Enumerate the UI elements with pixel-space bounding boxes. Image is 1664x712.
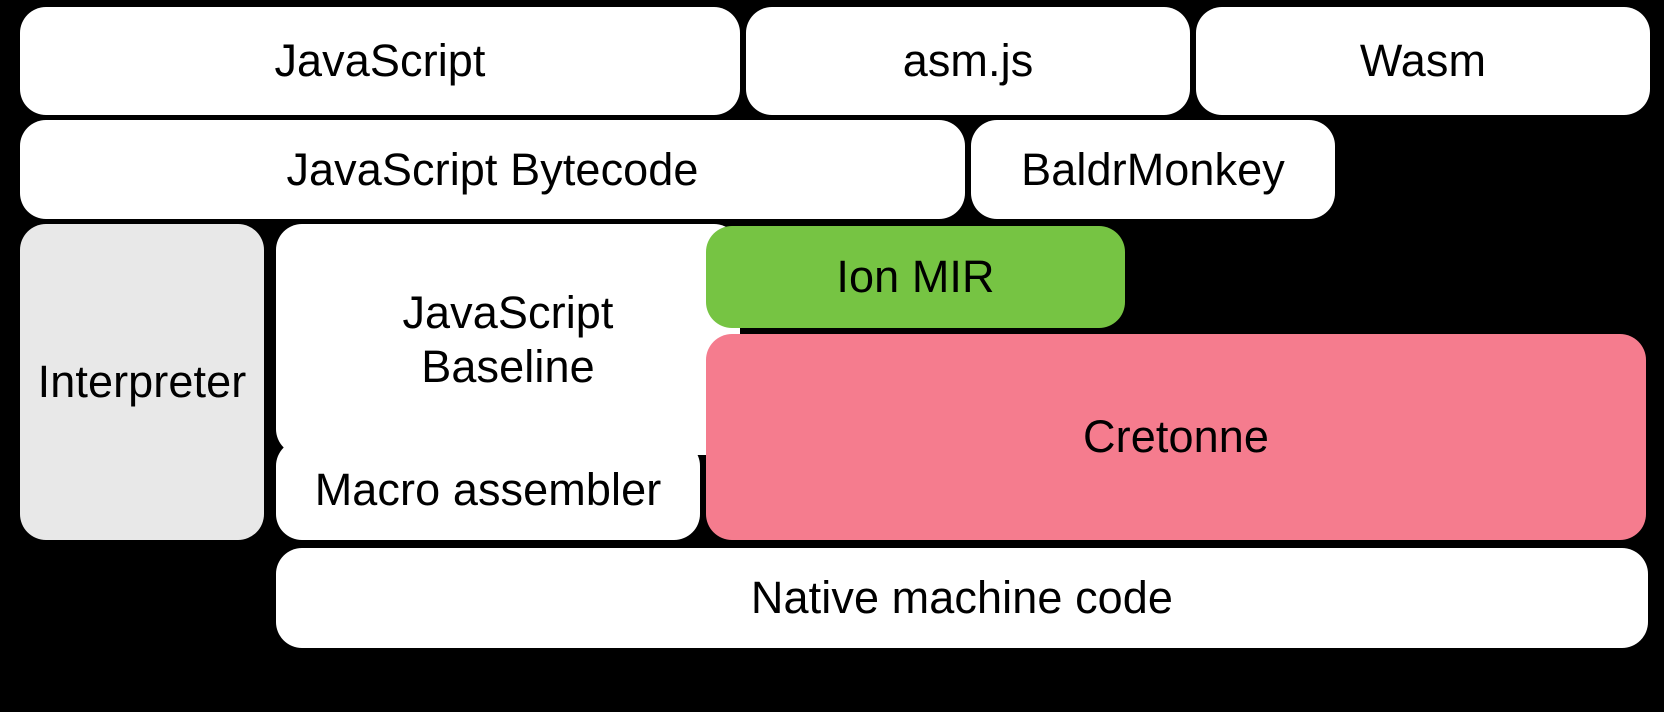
- node-javascript-baseline[interactable]: JavaScript Baseline: [276, 224, 740, 455]
- node-interpreter[interactable]: Interpreter: [20, 224, 264, 540]
- node-wasm[interactable]: Wasm: [1196, 7, 1650, 115]
- node-ion-mir[interactable]: Ion MIR: [706, 226, 1125, 328]
- node-asmjs[interactable]: asm.js: [746, 7, 1190, 115]
- node-cretonne[interactable]: Cretonne: [706, 334, 1646, 540]
- node-baldrmonkey[interactable]: BaldrMonkey: [971, 120, 1335, 219]
- node-macro-assembler[interactable]: Macro assembler: [276, 440, 700, 540]
- node-javascript[interactable]: JavaScript: [20, 7, 740, 115]
- node-javascript-bytecode[interactable]: JavaScript Bytecode: [20, 120, 965, 219]
- node-native-machine-code[interactable]: Native machine code: [276, 548, 1648, 648]
